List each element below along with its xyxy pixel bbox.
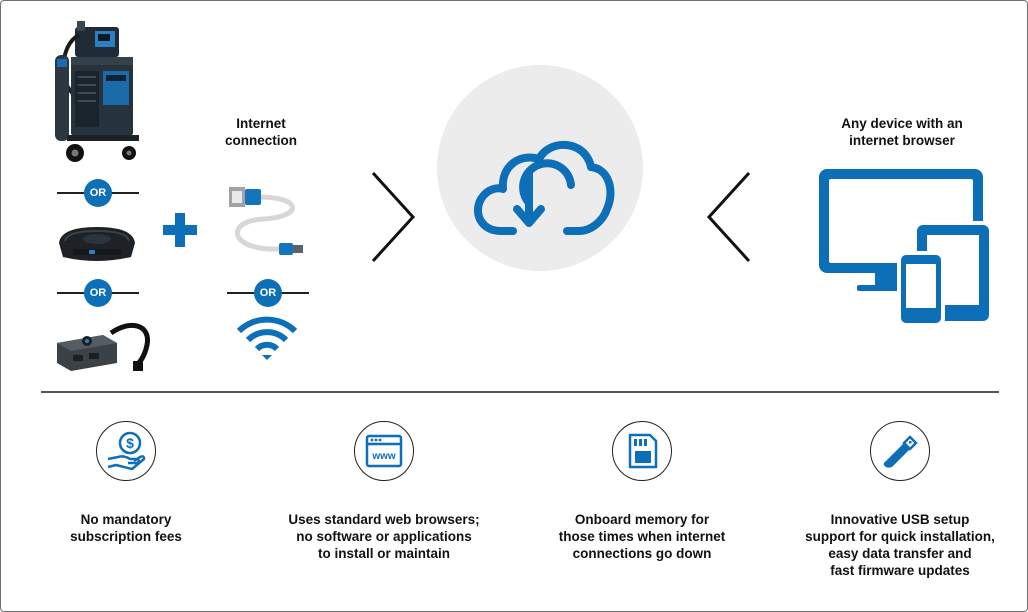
feature-icon-circle: $ <box>96 421 156 481</box>
svg-text:www: www <box>371 451 396 462</box>
or-divider-2: OR <box>57 279 139 307</box>
wifi-icon <box>236 315 298 361</box>
chevron-right-icon <box>367 169 421 265</box>
any-device-label: Any device with an internet browser <box>841 116 963 148</box>
devices-icon <box>817 165 999 327</box>
memory-card-icon <box>628 433 658 469</box>
chevron-left-icon <box>701 169 755 265</box>
dollar-hand-icon: $ <box>107 431 146 471</box>
feature-icon-circle: www <box>354 421 414 481</box>
ethernet-cable-icon <box>223 177 313 267</box>
feature-label: Innovative USB setup support for quick i… <box>805 512 995 578</box>
feature-icon-circle <box>870 421 930 481</box>
web-browser-icon: www <box>365 434 403 468</box>
cloud-download-icon <box>467 125 617 245</box>
or-badge: OR <box>254 279 282 307</box>
or-divider-3: OR <box>227 279 309 307</box>
plus-icon <box>163 213 197 247</box>
section-divider <box>41 391 999 393</box>
feature-label: Onboard memory for those times when inte… <box>558 512 726 561</box>
welder-machine-icon <box>45 15 155 165</box>
insight-box-device-icon <box>53 219 141 267</box>
or-badge: OR <box>84 279 112 307</box>
feature-icon-circle <box>612 421 672 481</box>
feature-label: Uses standard web browsers; no software … <box>288 512 480 561</box>
sensor-module-icon <box>51 315 161 375</box>
usb-drive-icon <box>883 435 918 468</box>
svg-text:$: $ <box>126 435 134 451</box>
internet-connection-label: Internet connection <box>224 116 297 148</box>
or-badge: OR <box>84 179 112 207</box>
feature-label: No mandatory subscription fees <box>70 512 182 544</box>
or-divider-1: OR <box>57 179 139 207</box>
